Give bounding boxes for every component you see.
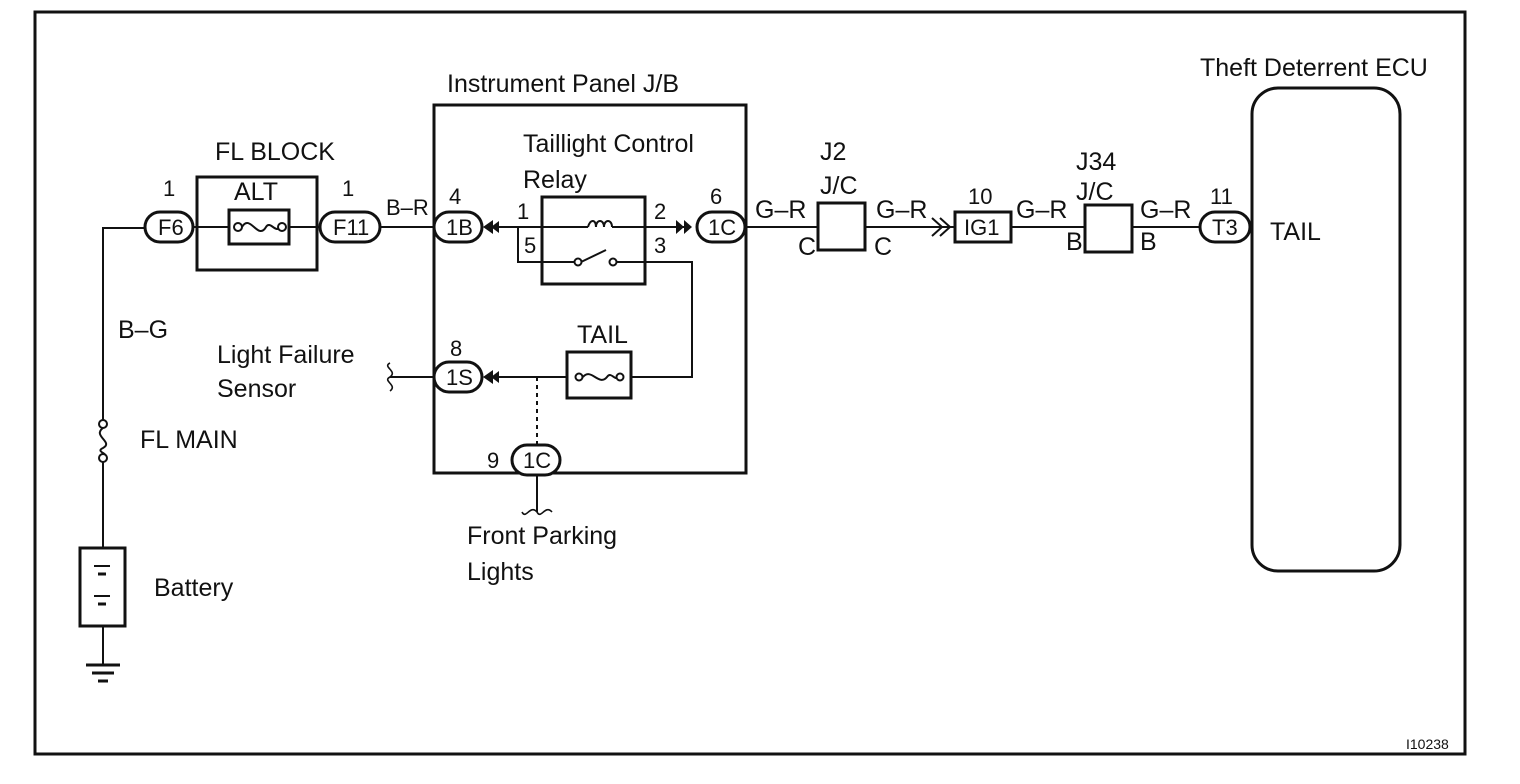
ground-symbol (86, 626, 120, 683)
fl-main-fusible-link-icon (98, 419, 108, 463)
b-r-wire-label: B–R (386, 195, 429, 220)
figure-id: I10238 (1406, 736, 1449, 752)
relay-pin-2: 2 (654, 199, 666, 224)
diagram-frame (33, 10, 1467, 756)
front-parking-label-line2: Lights (467, 558, 534, 586)
g-r-wire-label-4: G–R (1140, 196, 1191, 224)
light-failure-label-line1: Light Failure (217, 341, 355, 369)
connector-1b-code: 1B (446, 215, 473, 240)
relay-pin-5: 5 (524, 233, 536, 258)
g-r-wire-label-2: G–R (876, 196, 927, 224)
relay-switch-contact (573, 257, 583, 267)
j2-label: J2 (820, 138, 846, 166)
relay-to-tail-fuse-wire (617, 261, 693, 378)
alt-fuse-label: ALT (234, 178, 278, 206)
theft-ecu-box (1250, 86, 1402, 573)
female-terminal-icon (483, 220, 499, 234)
tail-fuse-box (565, 350, 633, 400)
relay-pin-1: 1 (517, 199, 529, 224)
t3-pin-number: 11 (1210, 184, 1233, 209)
b-g-wire (102, 227, 145, 420)
connector-t3-code: T3 (1212, 215, 1238, 240)
connector-1b (432, 210, 484, 244)
battery-label: Battery (154, 574, 234, 602)
ig1-pin-number: 10 (968, 184, 992, 209)
j34-pin-left: B (1066, 228, 1083, 256)
g-r-wire-label-1: G–R (755, 196, 806, 224)
instrument-panel-jb-label: Instrument Panel J/B (447, 70, 679, 98)
connector-ig1-code: IG1 (964, 215, 999, 240)
relay-switch-blade (580, 249, 607, 263)
relay-switch-feed-wire (517, 227, 575, 263)
jb-1b-pin-number: 4 (449, 184, 461, 209)
tail-fuse-icon (574, 372, 625, 382)
j34-pin-right: B (1140, 228, 1157, 256)
j34-label: J34 (1076, 148, 1116, 176)
j2-jc-label: J/C (820, 172, 858, 200)
jb-1c-out-pin-number: 6 (710, 184, 722, 209)
alt-fusible-link-icon (227, 208, 291, 246)
battery-symbol (78, 546, 127, 628)
connector-1c-park-code: 1C (523, 448, 551, 473)
in-line-connector-icon (931, 217, 952, 237)
connector-1c-out-code: 1C (708, 215, 736, 240)
relay-coil-icon (587, 220, 613, 228)
j34-junction-box (1083, 203, 1134, 254)
taillight-relay-label-line1: Taillight Control (523, 130, 694, 158)
fl-block-label: FL BLOCK (215, 138, 335, 166)
j2-pin-left: C (798, 233, 816, 261)
front-parking-label-line1: Front Parking (467, 522, 617, 550)
connector-1s-code: 1S (446, 365, 473, 390)
connector-t3 (1198, 210, 1252, 244)
j34-jc-label: J/C (1076, 178, 1114, 206)
connector-f6-code: F6 (158, 215, 184, 240)
theft-ecu-label: Theft Deterrent ECU (1200, 54, 1428, 82)
f6-pin-number: 1 (163, 176, 175, 201)
b-g-wire-label: B–G (118, 316, 168, 344)
tail-fuse-label: TAIL (577, 321, 628, 349)
relay-pin-3: 3 (654, 233, 666, 258)
taillight-relay-label-line2: Relay (523, 166, 587, 194)
j2-junction-box (816, 201, 867, 252)
g-r-wire-label-3: G–R (1016, 196, 1067, 224)
connector-ig1 (953, 210, 1013, 244)
light-failure-label-line2: Sensor (217, 375, 296, 403)
fl-main-label: FL MAIN (140, 426, 238, 454)
fl-block-box (195, 175, 319, 272)
instrument-panel-jb-box (432, 103, 748, 475)
ecu-tail-terminal-label: TAIL (1270, 218, 1321, 246)
taillight-relay-box (540, 195, 647, 286)
male-terminal-icon (676, 220, 692, 234)
connector-f11-code: F11 (333, 215, 369, 240)
wire-break-icon (386, 362, 394, 392)
jb-1s-pin-number: 8 (450, 336, 462, 361)
j2-pin-right: C (874, 233, 892, 261)
f11-pin-number: 1 (342, 176, 354, 201)
relay-switch-contact (608, 257, 618, 267)
wire-break-icon (521, 508, 553, 516)
female-terminal-icon (483, 370, 499, 384)
jb-1c-park-pin-number: 9 (487, 448, 499, 473)
